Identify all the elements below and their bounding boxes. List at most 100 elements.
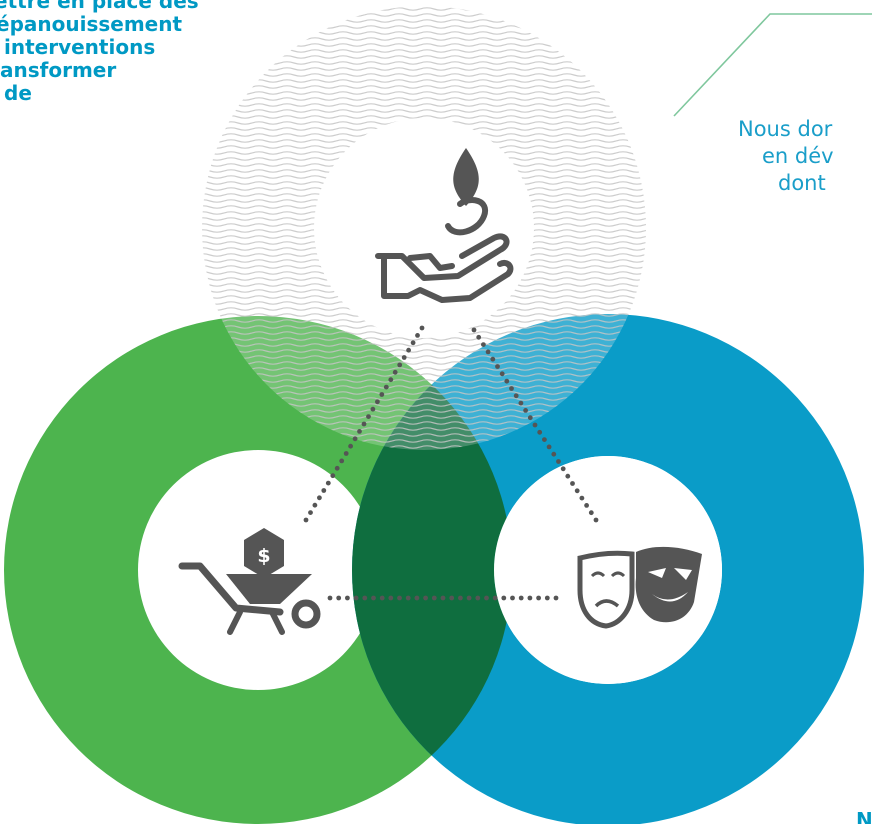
connector-dot bbox=[414, 595, 420, 601]
connector-bottom bbox=[327, 595, 559, 601]
connector-dot bbox=[415, 333, 420, 338]
connector-dot bbox=[308, 510, 313, 515]
connector-dot bbox=[466, 595, 472, 601]
wheel bbox=[291, 599, 321, 629]
left-text-line: ettre en place des bbox=[0, 0, 199, 13]
theater-masks-icon bbox=[577, 546, 702, 629]
connector-dot bbox=[366, 414, 371, 419]
connector-dot bbox=[584, 503, 589, 508]
connector-dot bbox=[556, 459, 561, 464]
connector-dot bbox=[379, 392, 385, 397]
connector-dot bbox=[513, 393, 519, 399]
connector-dot bbox=[348, 443, 353, 449]
connector-dot bbox=[495, 364, 500, 369]
connector-dot bbox=[593, 517, 599, 523]
connector-dot bbox=[490, 356, 496, 362]
connector-dot bbox=[537, 429, 543, 435]
connector-dot bbox=[551, 451, 557, 457]
wheelbarrow-tub bbox=[226, 574, 312, 604]
connector-dot bbox=[501, 595, 507, 601]
connector-dot bbox=[353, 595, 359, 601]
connector-dot bbox=[375, 399, 380, 405]
connector-dot bbox=[485, 349, 491, 355]
right-text-line: en dév bbox=[762, 144, 834, 168]
connector-dot bbox=[317, 495, 322, 501]
connector-dot bbox=[361, 421, 367, 427]
connector-dot bbox=[392, 369, 398, 375]
connector-dot bbox=[406, 347, 411, 353]
connector-dot bbox=[383, 384, 389, 390]
connector-dot bbox=[345, 595, 350, 601]
connector-dot bbox=[410, 340, 416, 346]
connector-dot bbox=[544, 595, 550, 601]
connector-dot bbox=[579, 495, 585, 501]
connector-dot bbox=[504, 378, 510, 384]
connector-dot bbox=[370, 406, 376, 412]
connector-dot bbox=[312, 502, 318, 508]
connector-dot bbox=[371, 595, 376, 601]
connector-dot bbox=[362, 595, 368, 601]
left-text-fragment: ettre en place des épanouissement interv… bbox=[0, 0, 199, 105]
connector-dot bbox=[397, 362, 403, 368]
connector-dot bbox=[352, 436, 358, 442]
right-text-line: dont bbox=[778, 171, 826, 195]
dollar-symbol: $ bbox=[257, 545, 270, 567]
connector-top-right bbox=[471, 327, 599, 523]
connector-dot bbox=[419, 325, 425, 331]
connector-dot bbox=[481, 342, 486, 347]
connector-dot bbox=[423, 595, 428, 601]
sad-mask bbox=[577, 550, 635, 629]
connector-dot bbox=[458, 595, 463, 601]
connector-dot bbox=[570, 481, 575, 486]
connector-dot bbox=[343, 451, 349, 456]
connector-dot bbox=[527, 595, 533, 601]
connector-dot bbox=[475, 595, 481, 601]
connector-dot bbox=[553, 595, 559, 601]
connector-top-left bbox=[303, 325, 425, 523]
connector-dot bbox=[401, 355, 407, 360]
connector-dot bbox=[523, 408, 528, 413]
left-text-line: interventions bbox=[4, 35, 156, 59]
connector-dot bbox=[574, 488, 580, 494]
connector-dot bbox=[565, 473, 571, 479]
connector-dot bbox=[388, 595, 394, 601]
connector-dot bbox=[379, 595, 385, 601]
left-text-line: ansformer bbox=[0, 58, 117, 82]
connector-dot bbox=[560, 466, 566, 472]
connector-dot bbox=[325, 480, 331, 486]
happy-mask bbox=[635, 546, 702, 623]
connector-dot bbox=[431, 595, 437, 601]
connector-dot bbox=[321, 488, 327, 493]
connector-dot bbox=[527, 415, 533, 421]
dotted-connectors bbox=[303, 325, 599, 601]
connector-dot bbox=[339, 458, 345, 464]
right-text-fragment: Nous dor en dév dont bbox=[738, 116, 834, 197]
connector-dot bbox=[499, 371, 505, 377]
connector-dot bbox=[509, 386, 514, 391]
left-text-line: épanouissement bbox=[0, 12, 183, 36]
connector-dot bbox=[532, 422, 538, 428]
water-drop-icon bbox=[453, 148, 479, 206]
connector-dot bbox=[388, 377, 394, 383]
connector-dot bbox=[449, 595, 455, 601]
connector-dot bbox=[336, 595, 342, 601]
connector-dot bbox=[536, 595, 541, 601]
connector-dot bbox=[542, 437, 547, 442]
connector-dot bbox=[588, 510, 594, 516]
connector-dot bbox=[476, 334, 482, 340]
connector-dot bbox=[405, 595, 411, 601]
connector-dot bbox=[303, 517, 309, 523]
connector-dot bbox=[546, 444, 552, 450]
wheelbarrow-dollar-icon: $ bbox=[178, 528, 321, 635]
connector-dot bbox=[471, 327, 477, 333]
left-text-line: de bbox=[4, 81, 32, 105]
hand-water-drop-icon bbox=[375, 148, 514, 303]
connector-dot bbox=[440, 595, 446, 601]
connector-dot bbox=[484, 595, 489, 601]
connector-dot bbox=[518, 400, 524, 406]
right-text-line: Nous dor bbox=[738, 117, 833, 141]
connector-dot bbox=[492, 595, 498, 601]
connector-dot bbox=[397, 595, 402, 601]
